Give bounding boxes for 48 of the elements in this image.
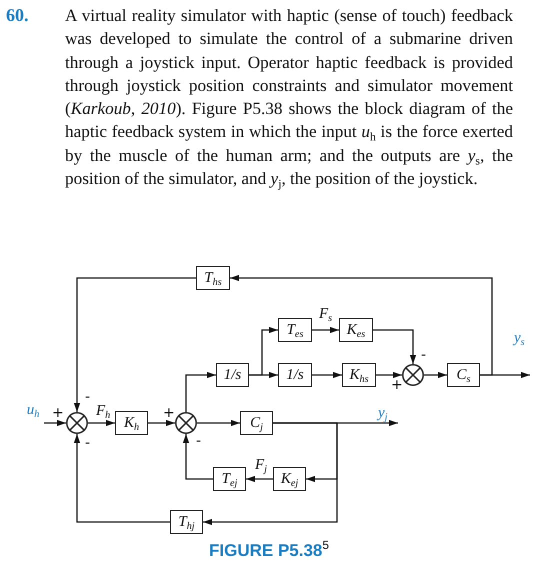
sign-label: - (196, 434, 202, 448)
input-signal-label: u$_{h}$ (22, 402, 44, 422)
signal-arrow (148, 420, 175, 426)
summing-junction (402, 364, 424, 386)
signal-arrow (246, 476, 273, 482)
signal-arrow (74, 434, 170, 523)
sign-label: - (421, 348, 426, 362)
sign-label: - (85, 436, 90, 450)
sign-label: + (163, 406, 175, 420)
transfer-function-block: T$_{hj}$ (170, 510, 203, 534)
problem-number: 60. (6, 4, 28, 27)
transfer-function-block: C$_{j}$ (240, 411, 273, 435)
sign-label: + (52, 406, 64, 420)
signal-arrow (312, 372, 342, 378)
signal-arrow (182, 434, 213, 480)
transfer-function-block: T$_{es}$ (278, 318, 312, 342)
signal-arrow (185, 372, 216, 412)
signal-label: F$_{j}$ (255, 458, 268, 473)
transfer-function-block: K$_{hs}$ (342, 363, 376, 387)
signal-label: F$_{s}$ (319, 307, 332, 322)
transfer-function-block: K$_{h}$ (115, 411, 148, 435)
transfer-function-block: T$_{ej}$ (213, 467, 246, 491)
signal-arrow (44, 420, 66, 426)
signal-label: F$_{h}$ (96, 404, 110, 419)
signal-arrow (203, 422, 338, 526)
sign-label: - (85, 390, 90, 404)
signal-arrow (376, 372, 402, 378)
transfer-function-block: T$_{hs}$ (196, 266, 230, 290)
summing-junction (66, 412, 88, 434)
problem-text: A virtual reality simulator with haptic (sense of touch) feedback was developed to simulate the control of a submarine driven through a joystick input. Operator haptic feedback is provided through joystick position constraints and simulator movement (Karkoub, 2010). Figure P5.38 shows the block diagram of the haptic feedback system in which the input u$_{h}$ is the force exerted by the muscle of the human arm; and the outputs are y$_{s}$, the position of the simulator, and y$_{j}$, the position of the joystick. (65, 5, 513, 190)
signal-arrow (230, 274, 493, 376)
summing-junction (175, 412, 197, 434)
transfer-function-block: K$_{ej}$ (273, 467, 306, 491)
transfer-function-block: K$_{es}$ (339, 318, 373, 342)
signal-arrow (88, 420, 115, 426)
figure-caption: FIGURE P5.38$^{5}$ (208, 541, 330, 561)
signal-label: y$_{j}$ (378, 406, 388, 421)
transfer-function-block: 1/s (216, 363, 249, 387)
sign-label: + (391, 378, 403, 392)
signal-arrow (197, 420, 240, 426)
transfer-function-block: 1/s (278, 363, 312, 387)
signal-label: y$_{s}$ (514, 331, 525, 346)
signal-arrow (373, 329, 416, 364)
signal-arrow (249, 372, 278, 378)
transfer-function-block: C$_{s}$ (447, 363, 480, 387)
signal-arrow (312, 326, 339, 334)
signal-arrow (74, 277, 196, 412)
signal-arrow (424, 372, 447, 378)
